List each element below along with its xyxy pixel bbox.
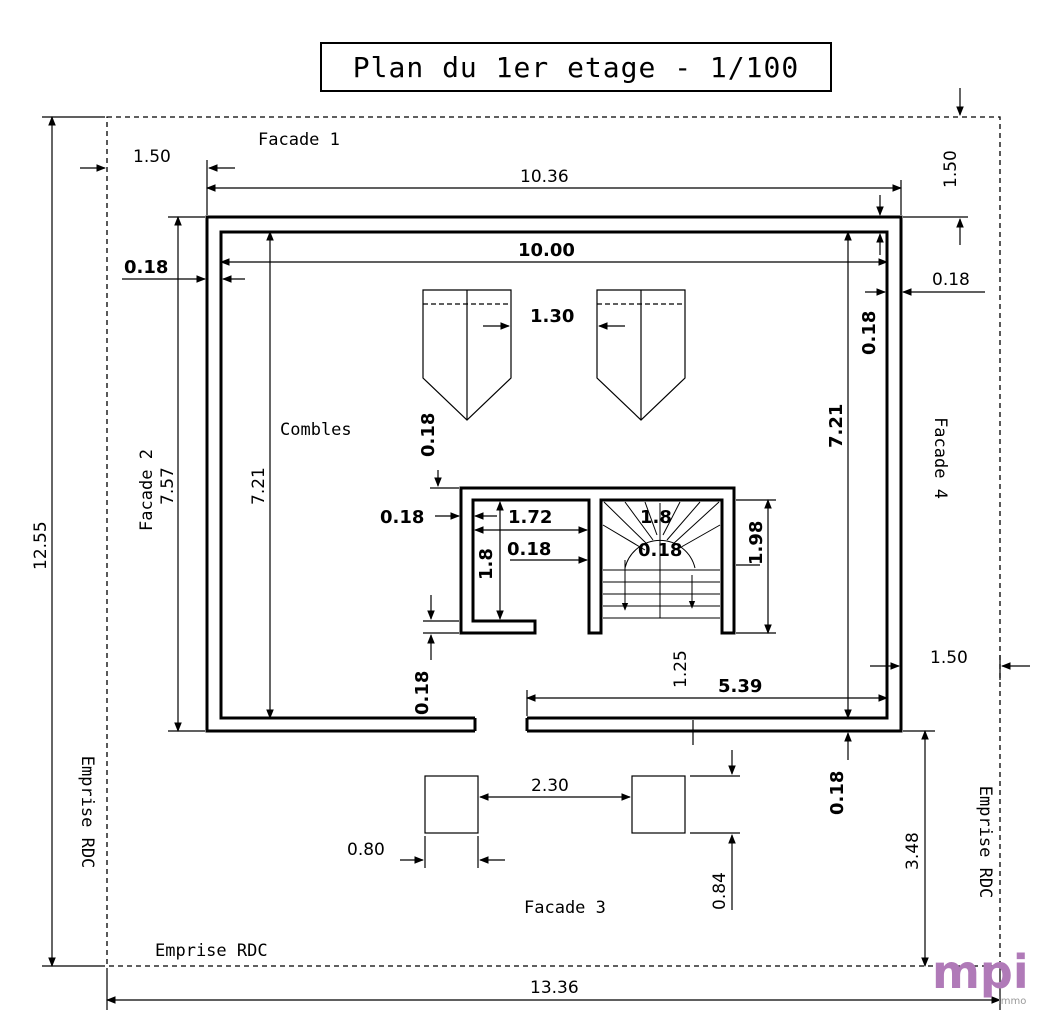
dim-1-98: 1.98 xyxy=(746,521,767,565)
label-facade-3: Facade 3 xyxy=(524,898,606,918)
label-facade-1: Facade 1 xyxy=(258,130,340,150)
dim-10-00: 10.00 xyxy=(518,240,575,261)
dim-1-8-top: 1.8 xyxy=(640,507,672,528)
dim-3-48: 3.48 xyxy=(903,832,923,870)
dim-0-18-door-left: 0.18 xyxy=(412,671,433,715)
dim-1-72: 1.72 xyxy=(508,507,552,528)
plan-title: Plan du 1er etage - 1/100 xyxy=(320,42,832,92)
dim-10-36: 10.36 xyxy=(520,167,569,187)
label-combles: Combles xyxy=(280,420,352,440)
dim-0-18-mid-vert: 0.18 xyxy=(418,413,439,457)
pillar-right xyxy=(631,775,686,834)
dimension-lines xyxy=(42,88,1030,1010)
dim-1-25: 1.25 xyxy=(671,650,691,688)
dim-0-18-inner: 0.18 xyxy=(507,539,551,560)
dim-7-57: 7.57 xyxy=(158,467,178,505)
dim-7-21-left: 7.21 xyxy=(249,467,269,505)
dim-0-80: 0.80 xyxy=(347,840,385,860)
stair-steps xyxy=(602,501,721,619)
roof-window-right xyxy=(596,289,686,421)
label-facade-4: Facade 4 xyxy=(930,417,950,499)
dim-2-30: 2.30 xyxy=(531,776,569,796)
dim-0-18-right-vert: 0.18 xyxy=(859,311,880,355)
dim-0-18-bottom: 0.18 xyxy=(827,771,848,815)
dim-13-36: 13.36 xyxy=(530,978,579,998)
dim-0-18-stair-left: 0.18 xyxy=(380,507,424,528)
dim-0-18-right: 0.18 xyxy=(932,270,970,290)
dim-1-50-left: 1.50 xyxy=(133,147,171,167)
label-emprise-bottom: Emprise RDC xyxy=(155,941,268,961)
label-facade-2: Facade 2 xyxy=(137,449,157,531)
emprise-rdc-outline xyxy=(106,116,1001,967)
dim-1-50-right: 1.50 xyxy=(930,648,968,668)
dim-7-21-right: 7.21 xyxy=(826,404,847,448)
label-emprise-right: Emprise RDC xyxy=(975,786,995,899)
logo-subtext: immo xyxy=(998,996,1026,1007)
stair-block-walls xyxy=(459,486,736,635)
mpi-logo: mpi immo xyxy=(932,945,1029,1007)
dim-1-50-topright: 1.50 xyxy=(941,150,961,188)
roof-window-left xyxy=(422,289,512,421)
dim-1-30: 1.30 xyxy=(530,306,574,327)
logo-text: mpi xyxy=(932,945,1029,999)
label-emprise-left: Emprise RDC xyxy=(77,756,97,869)
dim-0-18-stair: 0.18 xyxy=(638,540,682,561)
pillar-left xyxy=(424,775,479,834)
dim-5-39: 5.39 xyxy=(718,676,762,697)
dim-0-18-left: 0.18 xyxy=(124,257,168,278)
exterior-walls xyxy=(205,215,903,733)
dim-1-8-vert: 1.8 xyxy=(476,548,497,580)
dim-0-84: 0.84 xyxy=(710,872,730,910)
dim-12-55: 12.55 xyxy=(31,521,51,570)
